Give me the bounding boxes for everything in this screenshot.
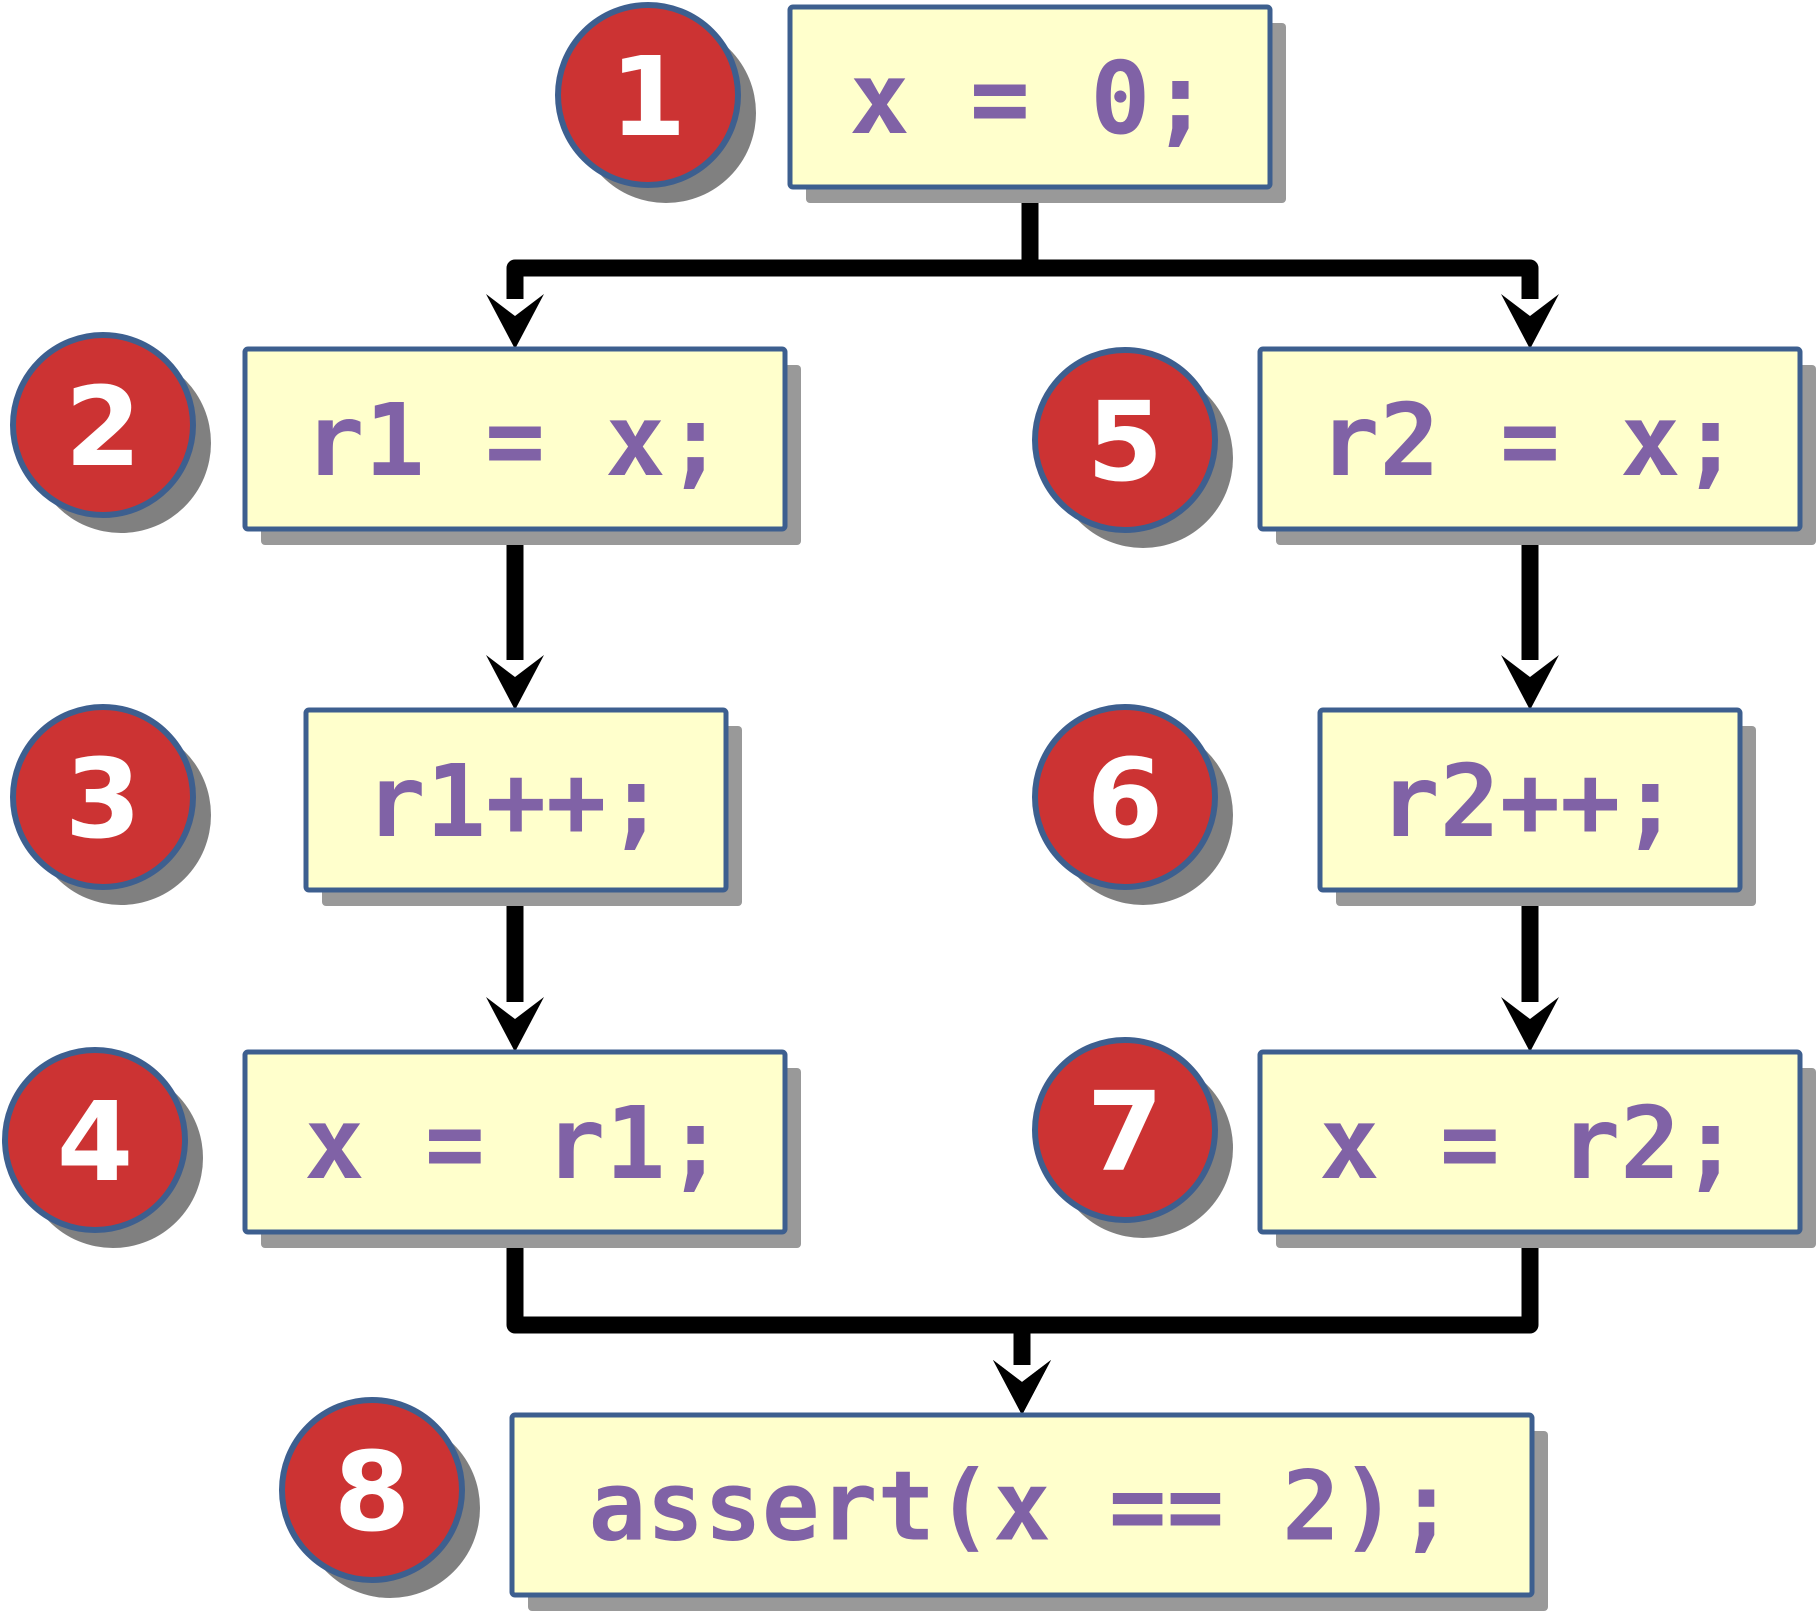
code-text: x = r1;	[304, 1085, 725, 1202]
code-box	[1317, 707, 1743, 893]
edge-n1-to-n5-arrowhead	[1501, 294, 1559, 349]
step-number-badge: 3	[10, 704, 211, 905]
code-box	[1257, 346, 1803, 532]
code-text: x = 0;	[849, 40, 1210, 157]
edge-n7-to-n8	[1013, 1232, 1539, 1365]
code-text: r2 = x;	[1319, 382, 1740, 499]
step-number-badge: 2	[10, 332, 211, 533]
edge-n5-to-n6-arrowhead	[1501, 655, 1559, 710]
code-step-1: x = 0; 1	[555, 2, 1286, 203]
code-step-8: assert(x == 2); 8	[279, 1397, 1548, 1611]
badge-number: 7	[1087, 1068, 1164, 1196]
edge-n1-to-n2-arrowhead	[486, 294, 544, 349]
code-box	[303, 707, 729, 893]
code-text: r2++;	[1379, 743, 1680, 860]
code-text: r1++;	[365, 743, 666, 860]
step-number-badge: 7	[1032, 1037, 1233, 1238]
badge-circle	[1032, 704, 1218, 890]
badge-number: 1	[610, 33, 687, 161]
edge-n6-to-n7-arrowhead	[1501, 997, 1559, 1052]
edge-n4-to-n8	[506, 1232, 1031, 1365]
badge-number: 3	[65, 735, 142, 863]
step-number-badge: 4	[2, 1047, 203, 1248]
badge-circle	[279, 1397, 465, 1583]
badge-circle	[10, 704, 196, 890]
code-step-4: x = r1; 4	[2, 1047, 801, 1248]
badge-number: 4	[57, 1078, 134, 1206]
edge-n2-to-n3-arrowhead	[486, 655, 544, 710]
step-number-badge: 5	[1032, 347, 1233, 548]
badge-number: 2	[65, 363, 142, 491]
code-box	[509, 1412, 1535, 1598]
code-step-6: r2++; 6	[1032, 704, 1756, 906]
code-step-2: r1 = x; 2	[10, 332, 801, 545]
badge-number: 5	[1087, 378, 1164, 506]
badge-circle	[555, 2, 741, 188]
edge-n1-to-n5	[1021, 187, 1539, 299]
badge-circle	[2, 1047, 188, 1233]
step-number-badge: 6	[1032, 704, 1233, 905]
code-step-5: r2 = x; 5	[1032, 346, 1816, 548]
badge-number: 6	[1087, 735, 1164, 863]
badge-circle	[1032, 347, 1218, 533]
edge-n3-to-n4-arrowhead	[486, 997, 544, 1052]
code-box	[242, 346, 788, 532]
code-step-3: r1++; 3	[10, 704, 742, 906]
code-box	[787, 4, 1273, 190]
badge-circle	[1032, 1037, 1218, 1223]
edges-layer	[486, 187, 1559, 1415]
code-text: r1 = x;	[304, 382, 725, 499]
code-box	[242, 1049, 788, 1235]
badge-number: 8	[334, 1428, 411, 1556]
badge-circle	[10, 332, 196, 518]
code-text: x = r2;	[1319, 1085, 1740, 1202]
code-step-7: x = r2; 7	[1032, 1037, 1816, 1248]
code-text: assert(x == 2);	[589, 1451, 1456, 1563]
step-number-badge: 8	[279, 1397, 480, 1598]
step-number-badge: 1	[555, 2, 756, 203]
edge-n7-to-n8-arrowhead	[993, 1360, 1051, 1415]
code-box	[1257, 1049, 1803, 1235]
edge-n1-to-n2	[506, 187, 1039, 299]
